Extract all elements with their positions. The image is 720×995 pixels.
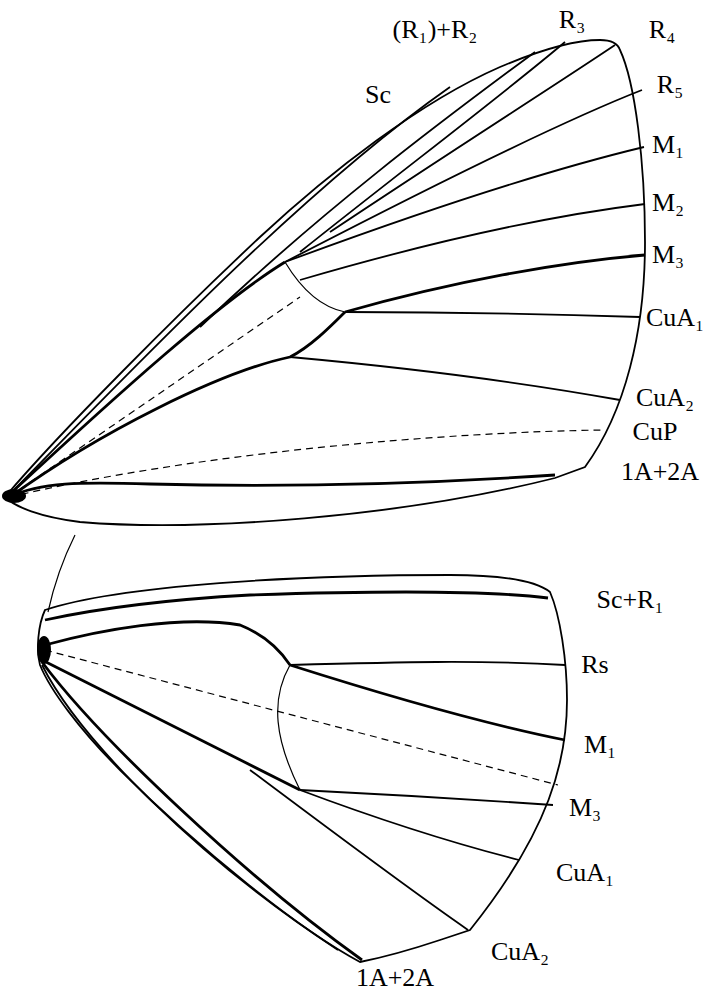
vein-label: M₁: [652, 132, 684, 158]
vein-label: R₅: [657, 72, 683, 98]
vein-label: Rs: [581, 652, 608, 678]
hindwing: [37, 535, 567, 962]
vein-label: M₃: [652, 242, 684, 268]
vein-label: 1A+2A: [621, 459, 699, 485]
vein-label: Sc: [365, 82, 391, 108]
vein-label: 1A+2A: [356, 965, 434, 991]
vein-label: R₄: [649, 17, 675, 43]
vein-label: CuP: [633, 419, 678, 445]
vein-label: CuA₁: [556, 860, 614, 886]
vein-label: CuA₂: [636, 385, 694, 411]
vein-label: CuA₂: [491, 939, 549, 965]
vein-label: M₁: [584, 732, 616, 758]
vein-label: R₃: [559, 7, 585, 33]
vein-label: M₃: [569, 795, 601, 821]
vein-label: CuA₁: [646, 305, 704, 331]
vein-label: Sc+R₁: [596, 587, 663, 613]
vein-label: M₂: [652, 190, 684, 216]
forewing: [2, 40, 645, 525]
vein-label: (R₁)+R₂: [393, 17, 478, 43]
